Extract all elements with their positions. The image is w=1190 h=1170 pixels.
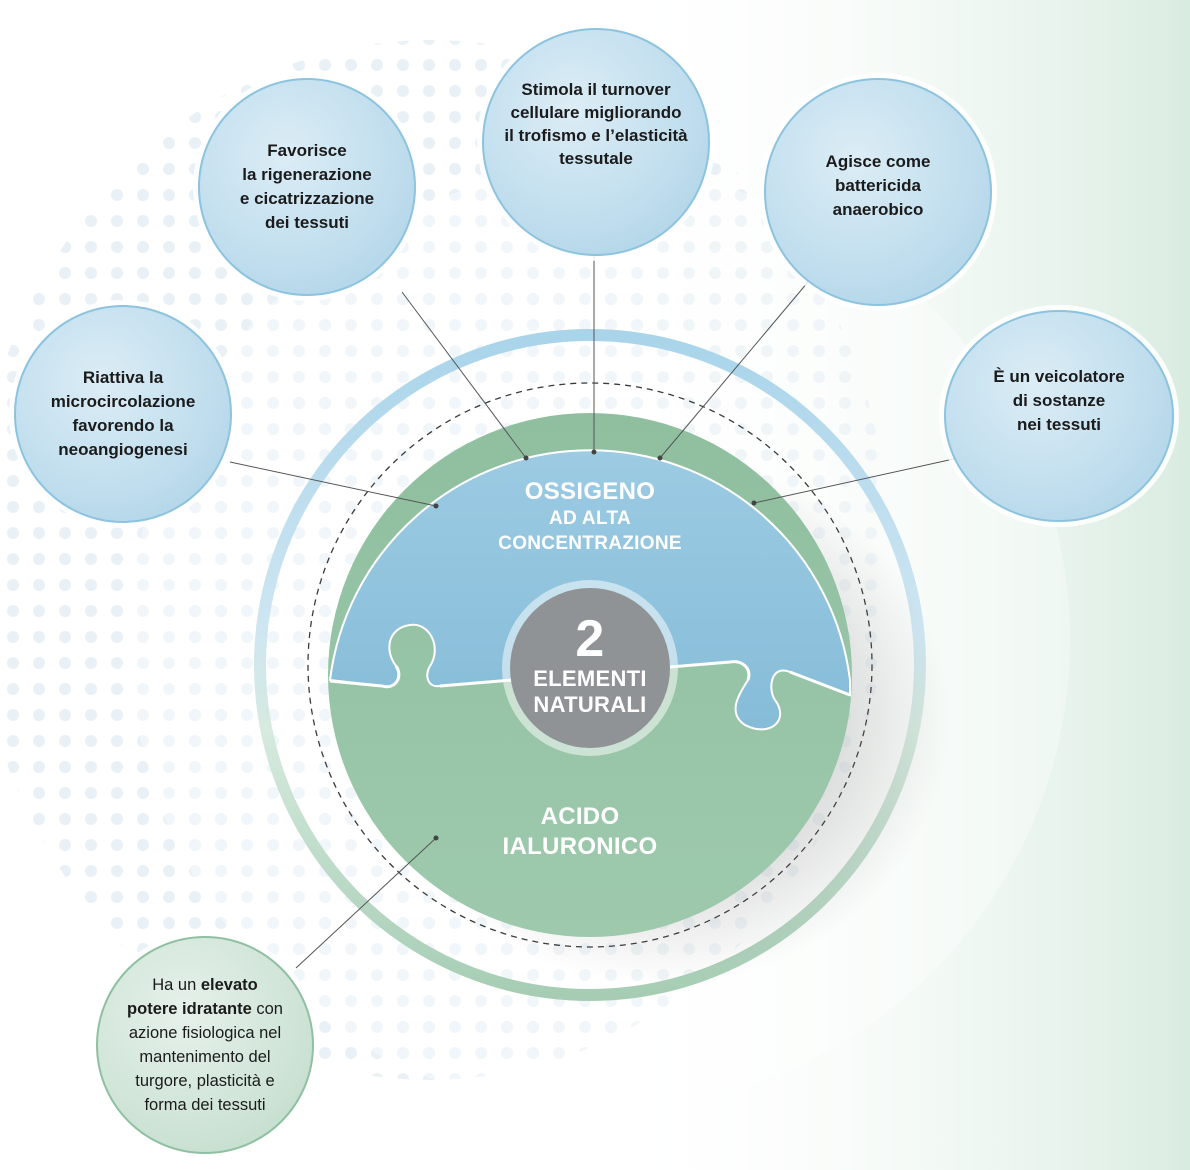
bubble-microcircolazione-text: Riattiva la microcircolazione favorendo …: [50, 368, 196, 459]
oxygen-title: OSSIGENO: [524, 478, 656, 505]
bubble-rigenerazione-text: Favorisce la rigenerazione e cicatrizzaz…: [239, 141, 375, 232]
oxygen-subtitle-1: AD ALTA: [549, 508, 631, 529]
hyaluronic-label: ACIDO IALURONICO: [450, 802, 710, 862]
bubble-rigenerazione: Favorisce la rigenerazione e cicatrizzaz…: [198, 78, 416, 296]
oxygen-label: OSSIGENO AD ALTA CONCENTRAZIONE: [460, 478, 720, 556]
bubble-battericida-text: Agisce come battericida anaerobico: [825, 152, 931, 219]
connector-lines: [229, 246, 959, 969]
bubble-battericida: Agisce come battericida anaerobico: [764, 78, 992, 306]
bubble-turnover: Stimola il turnover cellulare migliorand…: [482, 28, 710, 256]
bubble-veicolatore: È un veicolatore di sostanze nei tessuti: [944, 310, 1174, 522]
bubble-microcircolazione: Riattiva la microcircolazione favorendo …: [14, 305, 232, 523]
center-label: 2 ELEMENTI NATURALI: [510, 612, 670, 718]
hyaluronic-line-2: IALURONICO: [502, 833, 658, 860]
hyaluronic-line-1: ACIDO: [540, 803, 620, 830]
idratante-bold: elevato potere idratante: [127, 976, 258, 1018]
bubble-veicolatore-text: È un veicolatore di sostanze nei tessuti: [993, 367, 1125, 434]
idratante-post: con azione fisiologica nel mantenimento …: [128, 1000, 283, 1114]
oxygen-subtitle-2: CONCENTRAZIONE: [498, 533, 682, 554]
bubble-idratante-text: Ha un elevato potere idratante con azion…: [127, 973, 283, 1117]
bubble-idratante: Ha un elevato potere idratante con azion…: [96, 936, 314, 1154]
center-number: 2: [575, 610, 605, 668]
center-line-1: ELEMENTI: [533, 666, 647, 691]
center-line-2: NATURALI: [533, 692, 647, 717]
idratante-pre: Ha un: [152, 976, 201, 994]
center-circle: [510, 588, 670, 748]
bubble-turnover-text: Stimola il turnover cellulare migliorand…: [504, 80, 688, 168]
